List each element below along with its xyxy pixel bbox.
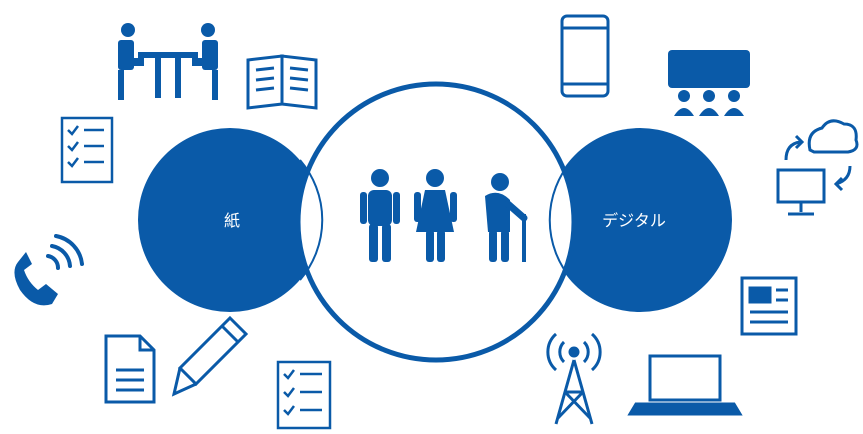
cloud-sync-monitor-icon [776,119,859,216]
document-icon [104,334,156,404]
paper-circle [138,128,322,312]
smartphone-icon [560,14,610,98]
digital-circle-inner-arc [548,159,573,281]
presentation-audience-icon [668,50,750,116]
people-icon [360,169,528,262]
meeting-icon [118,23,218,100]
paper-label: 紙 [224,211,240,230]
newspaper-icon [740,276,798,336]
open-book-icon [246,54,318,110]
laptop-icon [627,354,743,416]
digital-circle [548,128,732,312]
checklist-icon [276,360,332,430]
digital-label: デジタル [602,211,666,230]
checklist-icon [60,116,114,184]
paper-circle-inner-arc [299,159,324,281]
pencil-icon [171,315,249,397]
phone-call-icon [14,234,84,306]
broadcast-tower-icon [546,332,602,425]
